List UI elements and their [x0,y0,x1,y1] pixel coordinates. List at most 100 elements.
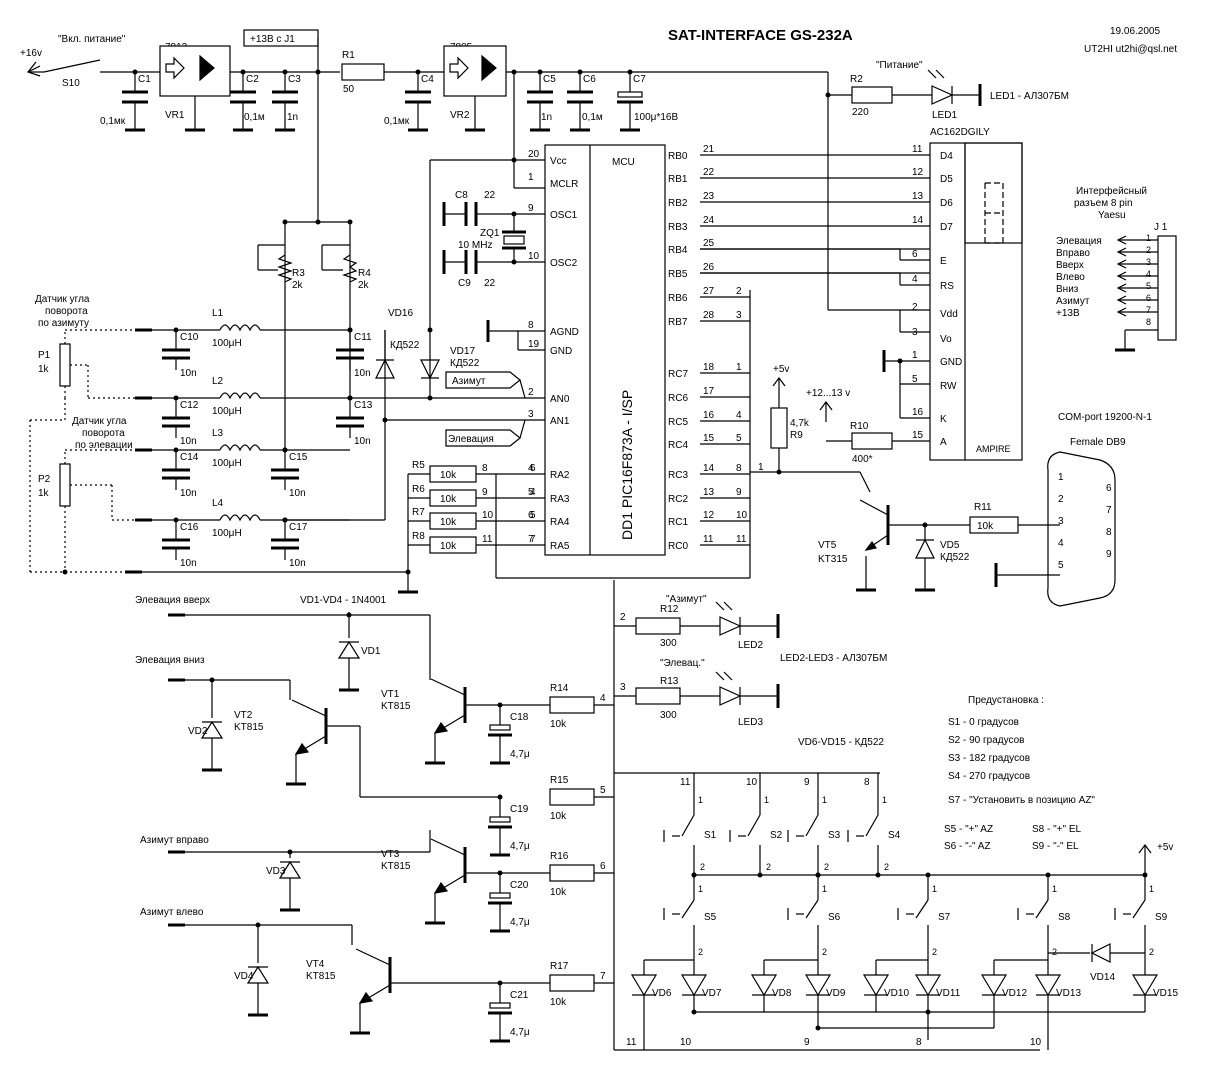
svg-text:S7 - "Установить в позицию AZ": S7 - "Установить в позицию AZ" [948,795,1095,806]
switch-pin: 1 [764,795,769,805]
cap-ref: C15 [289,452,308,463]
mcu-pin-rb0: RB0 [668,151,688,162]
db9-pin-num: 1 [1058,472,1064,483]
cap-val: 4,7μ [510,841,530,852]
cap-val: 10n [289,558,306,569]
net-label: 7 [530,534,536,545]
lcd-pin-num: 15 [912,430,924,441]
mcu-pin-num: 1 [528,172,534,183]
svg-text:Элевация вверх: Элевация вверх [135,595,210,606]
svg-text:Yaesu: Yaesu [1098,210,1126,221]
svg-text:C9: C9 [458,278,471,289]
net-label: 8 [864,777,870,788]
cap-ref: C10 [180,332,199,343]
j1-pin-num: 2 [1146,245,1151,255]
svg-text:1k: 1k [38,364,50,375]
mcu-pin-gnd: GND [550,346,572,357]
svg-text:VD17: VD17 [450,346,475,357]
svg-text:Female DB9: Female DB9 [1070,437,1126,448]
j1-line-label: +13В [1056,308,1080,319]
cap-val: 10n [354,436,371,447]
resistor-val: 10k [550,997,567,1008]
transistor-ref: VT2 [234,710,253,721]
switch-pin: 1 [1052,884,1057,894]
mcu-pin-num: 27 [703,286,715,297]
mcu-pin-rc6: RC6 [668,393,688,404]
author-label: UT2HI ut2hi@qsl.net [1084,44,1177,55]
svg-text:22: 22 [484,278,496,289]
resistor-val: 10k [440,517,457,528]
svg-text:300: 300 [660,710,677,721]
net-label: 11 [736,534,747,545]
svg-text:3: 3 [620,682,626,693]
svg-text:1n: 1n [287,112,298,123]
net-label: 1 [736,362,742,373]
svg-text:R3: R3 [292,268,305,279]
svg-text:0,1мк: 0,1мк [384,116,410,127]
svg-text:разъем 8 pin: разъем 8 pin [1074,198,1133,209]
svg-text:VT5: VT5 [818,540,837,551]
cap-val: 4,7μ [510,749,530,760]
svg-text:C7: C7 [633,74,646,85]
net-label: 3 [736,310,742,321]
resistor-val: 10k [440,470,457,481]
page-title: SAT-INTERFACE GS-232A [668,27,853,44]
diode-ref: VD4 [234,971,254,982]
net-label: 2 [736,286,742,297]
svg-text:R12: R12 [660,604,679,615]
db9-pin-num: 7 [1106,505,1112,516]
j1-line-label: Элевация [1056,236,1102,247]
status-leds: 2 R12 300 "Азимут" LED2 LED2-LED3 - АЛ30… [495,290,887,1050]
svg-text:по азимуту: по азимуту [38,318,89,329]
inductor-val: 100μH [212,458,242,469]
switch-pin: 2 [824,862,829,872]
cap-ref: C21 [510,990,529,1001]
svg-text:S9 - "-" EL: S9 - "-" EL [1032,841,1079,852]
resistor-val: 10k [550,887,567,898]
mcu-pin-num: 5 [528,487,534,498]
mcu-pin-num: 14 [703,463,715,474]
switch-pin: 1 [882,795,887,805]
transistor-val: KT815 [381,861,411,872]
j1-pin-num: 1 [1146,233,1151,243]
driver-stages: VD1VD2VD3VD4VT1KT815VT2KT815VT3KT815VT4K… [168,612,614,1043]
svg-text:1: 1 [758,462,764,473]
switch-pin: 1 [822,884,827,894]
cap-ref: C16 [180,522,199,533]
net-label: 6 [600,861,606,872]
transistor-ref: VT1 [381,689,400,700]
lcd-pin-d5: D5 [940,174,953,185]
mcu-pin-ra5: RA5 [550,541,570,552]
lcd-pin-num: 1 [912,350,918,361]
lcd-pin-d6: D6 [940,198,953,209]
power-section: +16v "Вкл. питание" S10 C1 0,1мк 7812 VR… [20,29,828,330]
switch-pin: 2 [932,947,937,957]
switch-pin: 1 [932,884,937,894]
net-label: 9 [804,777,810,788]
net-label: 10 [1030,1037,1042,1048]
db9-pin-num: 4 [1058,538,1064,549]
svg-text:"Питание": "Питание" [876,60,923,71]
svg-text:поворота: поворота [82,428,125,439]
svg-text:C6: C6 [583,74,596,85]
switch-ref: S1 [704,830,717,841]
svg-text:+12...13 v: +12...13 v [806,388,850,399]
resistor-ref: R7 [412,507,425,518]
mcu-pin-num: 28 [703,310,715,321]
lcd-supply: +12...13 v R10 400* [806,310,930,465]
svg-text:Датчик угла: Датчик угла [35,294,90,305]
net-label: 11 [482,534,493,545]
svg-text:LED2: LED2 [738,640,763,651]
switch-pin: 1 [1149,884,1154,894]
svg-text:VR2: VR2 [450,110,470,121]
net-label: 5 [600,785,606,796]
transistor-ref: VT3 [381,849,400,860]
lcd-pin-num: 12 [912,167,924,178]
mcu-pin-rc1: RC1 [668,517,688,528]
resistor-ref: R8 [412,531,425,542]
mcu-pin-num: 24 [703,215,715,226]
svg-text:COM-port 19200-N-1: COM-port 19200-N-1 [1058,412,1152,423]
switch-pin: 1 [698,884,703,894]
svg-text:KT315: KT315 [818,554,848,565]
svg-text:400*: 400* [852,454,873,465]
